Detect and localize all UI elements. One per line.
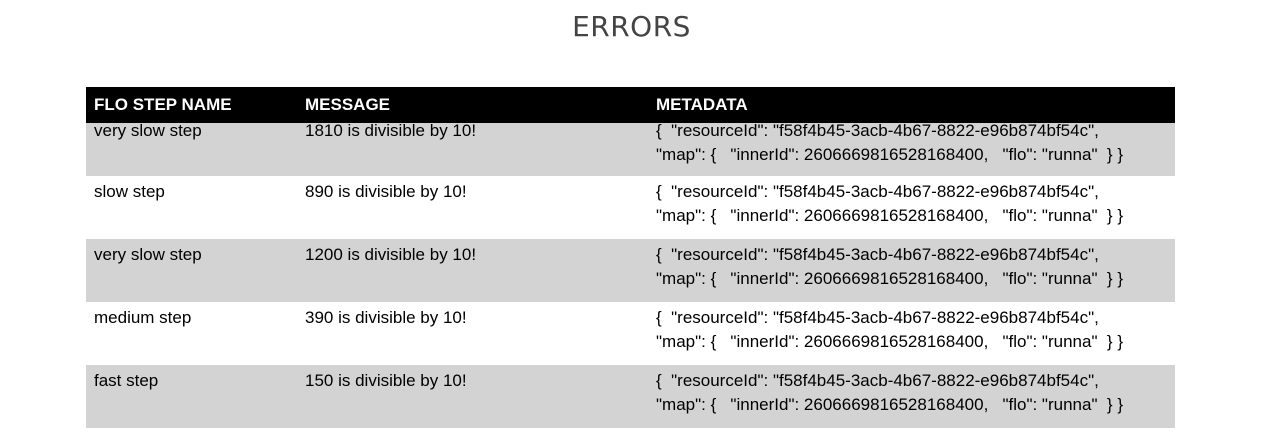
step-name-text: fast step [94,371,159,390]
cell-message: 390 is divisible by 10! [297,302,648,365]
metadata-text: { "resourceId": "f58f4b45-3acb-4b67-8822… [656,180,1175,228]
metadata-line-2: "map": { "innerId": 2606669816528168400,… [656,206,1124,225]
metadata-text: { "resourceId": "f58f4b45-3acb-4b67-8822… [656,369,1175,417]
table-row: slow step 890 is divisible by 10! { "res… [86,176,1175,239]
message-text: 890 is divisible by 10! [305,182,467,201]
metadata-line-2: "map": { "innerId": 2606669816528168400,… [656,395,1124,414]
metadata-line-2: "map": { "innerId": 2606669816528168400,… [656,269,1124,288]
metadata-line-1: { "resourceId": "f58f4b45-3acb-4b67-8822… [656,308,1099,327]
cell-step-name: fast step [86,365,297,428]
cell-message: 150 is divisible by 10! [297,365,648,428]
metadata-line-2: "map": { "innerId": 2606669816528168400,… [656,332,1124,351]
metadata-line-1: { "resourceId": "f58f4b45-3acb-4b67-8822… [656,371,1099,390]
metadata-text: { "resourceId": "f58f4b45-3acb-4b67-8822… [656,306,1175,354]
message-text: 150 is divisible by 10! [305,371,467,390]
metadata-text: { "resourceId": "f58f4b45-3acb-4b67-8822… [656,243,1175,291]
cell-metadata: { "resourceId": "f58f4b45-3acb-4b67-8822… [648,239,1175,302]
table-header: FLO STEP NAME MESSAGE METADATA [86,87,1175,123]
table-header-row: FLO STEP NAME MESSAGE METADATA [86,87,1175,123]
cell-step-name: very slow step [86,123,297,176]
metadata-line-1: { "resourceId": "f58f4b45-3acb-4b67-8822… [656,245,1099,264]
cell-metadata: { "resourceId": "f58f4b45-3acb-4b67-8822… [648,176,1175,239]
cell-message: 1810 is divisible by 10! [297,123,648,176]
cell-metadata: { "resourceId": "f58f4b45-3acb-4b67-8822… [648,365,1175,428]
metadata-line-2: "map": { "innerId": 2606669816528168400,… [656,145,1124,164]
message-text: 1200 is divisible by 10! [305,245,477,264]
column-header-message: MESSAGE [297,87,648,123]
step-name-text: medium step [94,308,192,327]
table-row: medium step 390 is divisible by 10! { "r… [86,302,1175,365]
step-name-text: slow step [94,182,165,201]
column-header-metadata: METADATA [648,87,1175,123]
table-row: very slow step 1810 is divisible by 10! … [86,123,1175,176]
cell-step-name: slow step [86,176,297,239]
cell-message: 1200 is divisible by 10! [297,239,648,302]
cell-step-name: medium step [86,302,297,365]
cell-step-name: very slow step [86,239,297,302]
column-header-step-name: FLO STEP NAME [86,87,297,123]
page-title: ERRORS [572,10,691,43]
table-row: fast step 150 is divisible by 10! { "res… [86,365,1175,428]
cell-metadata: { "resourceId": "f58f4b45-3acb-4b67-8822… [648,123,1175,176]
step-name-text: very slow step [94,245,202,264]
cell-metadata: { "resourceId": "f58f4b45-3acb-4b67-8822… [648,302,1175,365]
metadata-line-1: { "resourceId": "f58f4b45-3acb-4b67-8822… [656,182,1099,201]
table-row: very slow step 1200 is divisible by 10! … [86,239,1175,302]
step-name-text: very slow step [94,123,202,140]
message-text: 1810 is divisible by 10! [305,123,477,140]
table-body: very slow step 1810 is divisible by 10! … [86,123,1175,428]
message-text: 390 is divisible by 10! [305,308,467,327]
cell-message: 890 is divisible by 10! [297,176,648,239]
metadata-text: { "resourceId": "f58f4b45-3acb-4b67-8822… [656,123,1175,167]
metadata-line-1: { "resourceId": "f58f4b45-3acb-4b67-8822… [656,123,1099,140]
errors-table: FLO STEP NAME MESSAGE METADATA very slow… [86,87,1175,428]
